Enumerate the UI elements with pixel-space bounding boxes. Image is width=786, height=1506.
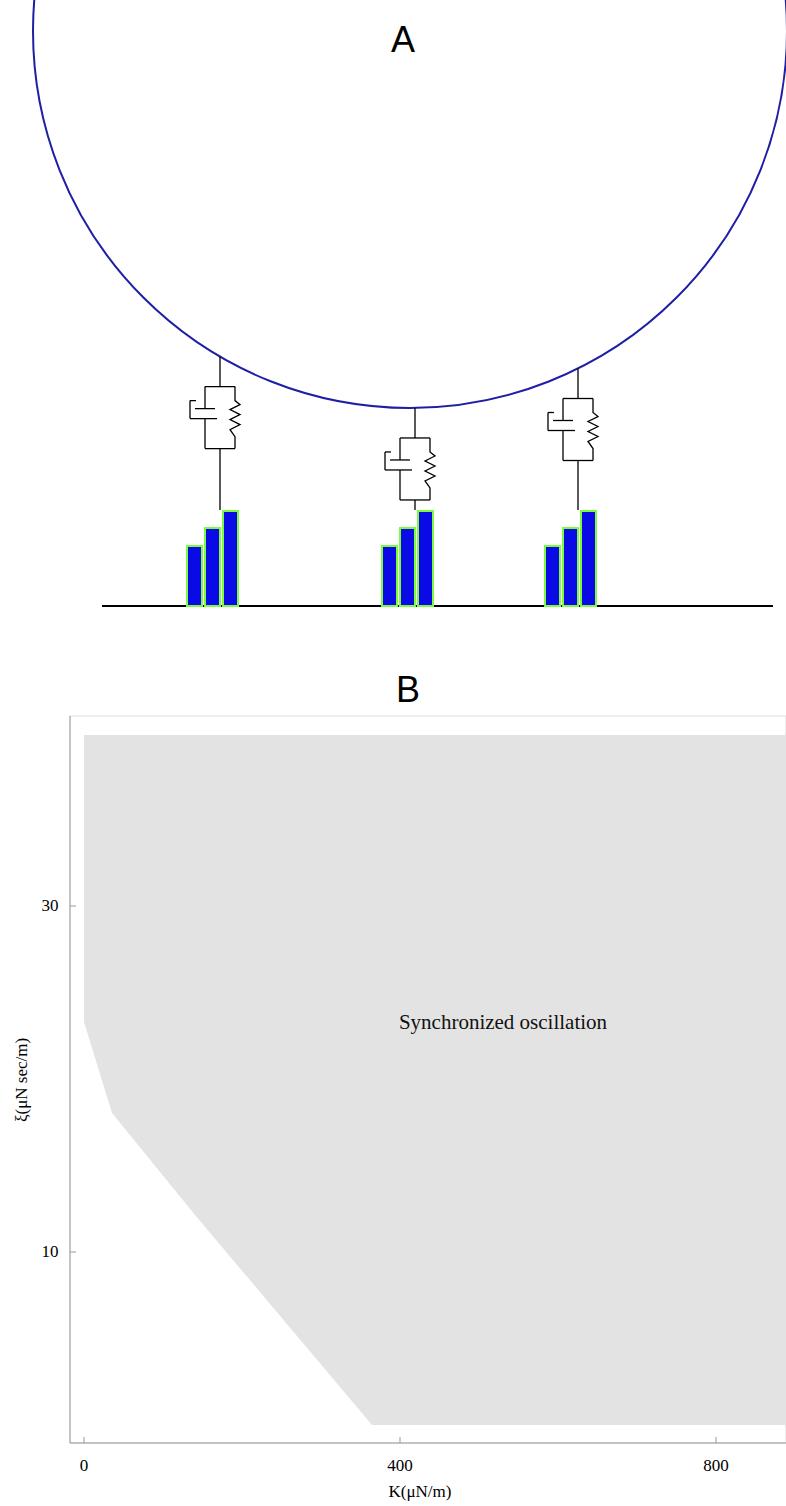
unit-stroke [547, 412, 548, 430]
panel-letter: A [391, 20, 415, 60]
x-axis [70, 1443, 786, 1444]
tick [70, 1252, 76, 1253]
unit-stroke [399, 470, 400, 500]
adhesion-bar [581, 511, 596, 606]
region-fill [84, 735, 786, 1425]
unit-stroke [189, 401, 190, 419]
region-shape [84, 735, 786, 1425]
unit-stroke [562, 398, 563, 420]
axis-title: K(μN/m) [389, 1483, 452, 1502]
unit-stroke [205, 386, 235, 387]
adhesion-bar [382, 546, 397, 606]
tick [70, 906, 76, 907]
unit-stroke [414, 408, 415, 438]
tick [84, 1437, 85, 1443]
unit-stroke [384, 452, 385, 470]
unit-stroke [577, 368, 578, 398]
adhesion-bar [563, 528, 578, 606]
spring-symbol [230, 387, 240, 449]
unit-stroke [400, 437, 430, 438]
adhesion-bar [418, 511, 433, 606]
unit-stroke [195, 408, 215, 409]
unit-stroke [563, 398, 593, 399]
unit-stroke [385, 451, 391, 452]
unit-stroke [390, 459, 410, 460]
unit-stroke [553, 420, 573, 421]
unit-stroke [577, 460, 578, 510]
unit-stroke [219, 449, 220, 510]
tick-label: 10 [42, 1243, 59, 1262]
plot-frame [70, 716, 786, 1443]
adhesion-bar [223, 511, 238, 606]
unit-stroke [548, 430, 575, 431]
unit-stroke [190, 418, 217, 419]
axis-title: ξ(μN sec/m) [13, 1038, 32, 1122]
unit-stroke [562, 430, 563, 460]
unit-stroke [385, 469, 412, 470]
tick-label: 30 [42, 897, 59, 916]
unit-stroke [548, 412, 554, 413]
spring-dashpot-units [187, 357, 598, 606]
y-axis [70, 716, 71, 1443]
tick-label: 0 [80, 1457, 89, 1476]
cell-outline [33, 0, 786, 408]
unit-stroke [204, 387, 205, 409]
adhesion-bar [400, 528, 415, 606]
spring-symbol [425, 438, 435, 500]
tick-label: 400 [387, 1457, 413, 1476]
tick [400, 1437, 401, 1443]
unit-stroke [204, 419, 205, 449]
unit-stroke [219, 357, 220, 387]
adhesion-bar [545, 546, 560, 606]
unit-stroke [399, 438, 400, 460]
unit-stroke [414, 500, 415, 510]
region-label: Synchronized oscillation [399, 1010, 607, 1035]
tick [716, 1437, 717, 1443]
panel-letter: B [396, 670, 420, 710]
unit-stroke [190, 400, 196, 401]
adhesion-bar [205, 528, 220, 606]
spring-symbol [588, 398, 598, 460]
adhesion-bar [187, 546, 202, 606]
phase-region: Synchronized oscillation [84, 735, 786, 1425]
tick-label: 800 [703, 1457, 729, 1476]
